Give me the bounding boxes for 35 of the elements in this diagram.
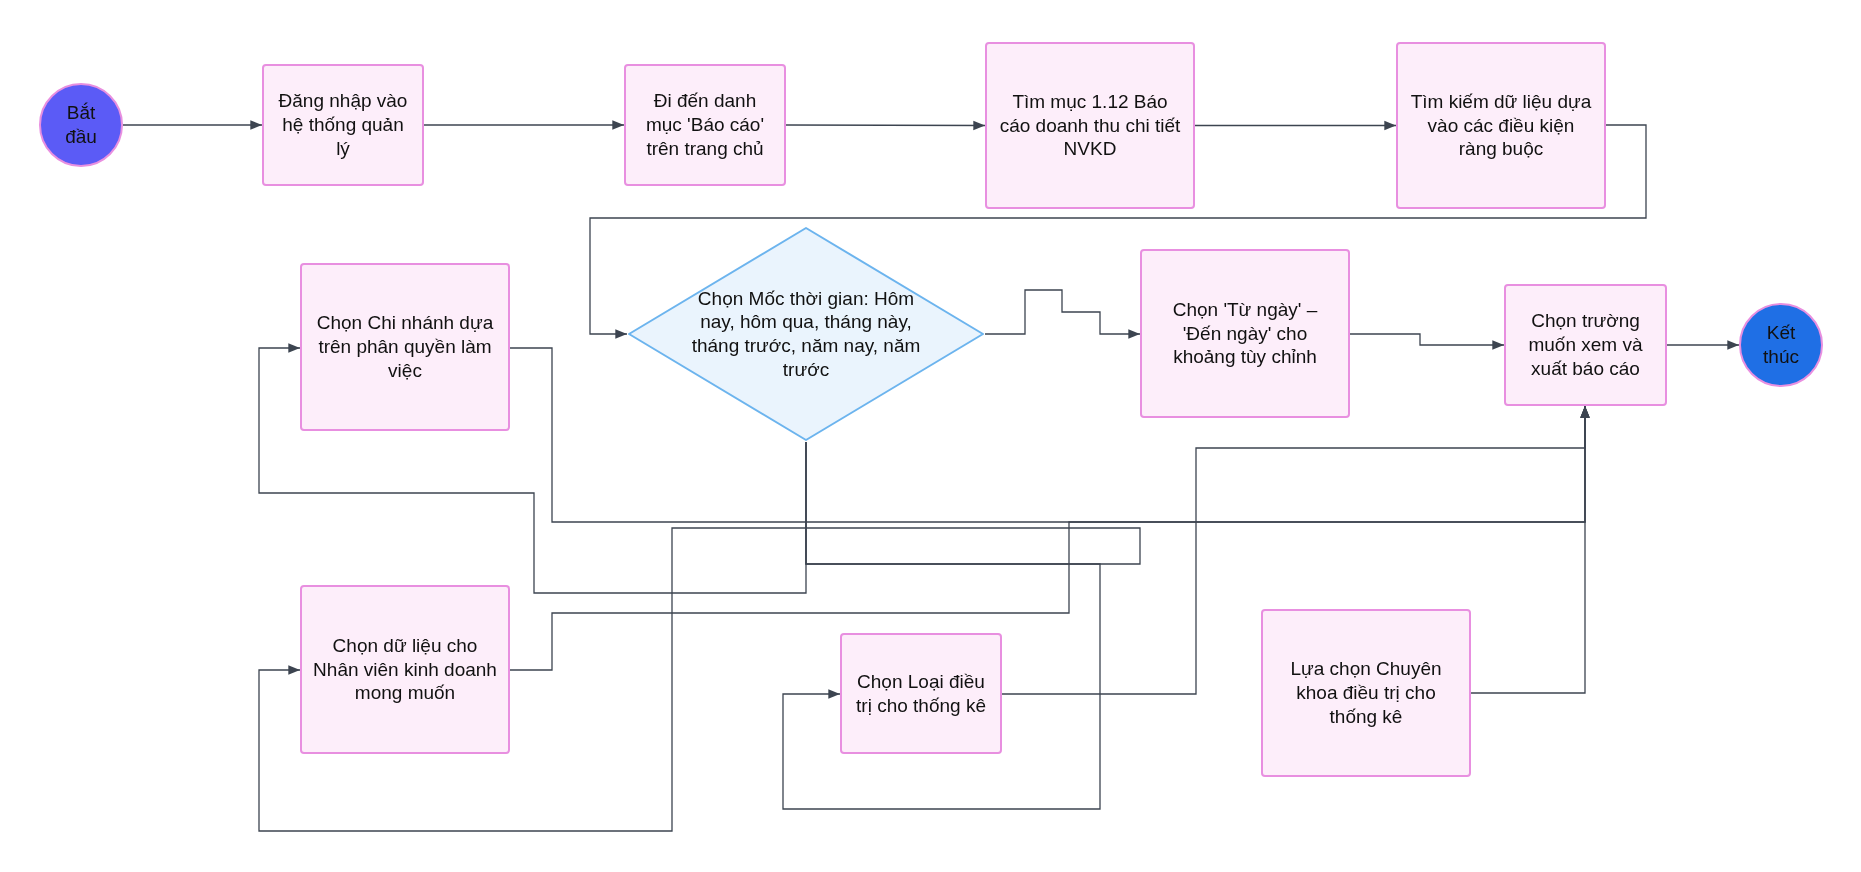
node-label: Chọn dữ liệu cho Nhân viên kinh doanh mong muốn	[312, 633, 498, 706]
node-label: Bắt đầu	[64, 101, 98, 149]
arrow	[423, 120, 625, 130]
node-label: Tìm mục 1.12 Báo cáo doanh thu chi tiết NVKD	[998, 89, 1182, 162]
node-label: Lựa chọn Chuyên khoa điều trị cho thống kê	[1289, 657, 1443, 729]
process-box	[1504, 284, 1667, 406]
arrow	[1194, 120, 1397, 131]
process-box	[262, 64, 424, 186]
node-label: Chọn 'Từ ngày' – 'Đến ngày' cho khoảng tùy chỉnh	[1171, 297, 1319, 370]
decision-diamond	[627, 226, 985, 442]
process-box	[300, 585, 510, 754]
process-box	[1140, 249, 1350, 418]
process-box	[1396, 42, 1606, 209]
node-label: Đăng nhập vào hệ thống quản lý	[277, 89, 409, 161]
process-box	[624, 64, 786, 186]
arrow	[1349, 333, 1505, 350]
arrow	[785, 120, 986, 131]
node-label: Tìm kiếm dữ liệu dựa vào các điều kiện ràng buộc	[1409, 89, 1593, 162]
node-label: Đi đến danh mục 'Báo cáo' trên trang chủ	[644, 89, 766, 161]
node-label: Chọn Mốc thời gian: Hôm nay, hôm qua, tháng này, tháng trước, năm nay, năm trước	[690, 286, 922, 382]
arrow	[122, 120, 263, 130]
arrow	[984, 289, 1141, 339]
arrow	[589, 124, 1647, 339]
process-box	[840, 633, 1002, 754]
arrow	[1470, 405, 1590, 694]
node-label: Chọn Chi nhánh dựa trên phân quyền làm việc	[315, 311, 495, 383]
node-label: Chọn Loại điều trị cho thống kê	[855, 669, 987, 718]
arrow	[1666, 340, 1740, 350]
arrow	[782, 441, 1101, 810]
process-box	[300, 263, 510, 431]
node-label: Chọn trường muốn xem và xuất báo cáo	[1527, 309, 1644, 381]
node-label: Kết thúc	[1762, 321, 1800, 369]
process-box	[985, 42, 1195, 209]
arrow	[258, 343, 807, 594]
process-box	[1261, 609, 1471, 777]
